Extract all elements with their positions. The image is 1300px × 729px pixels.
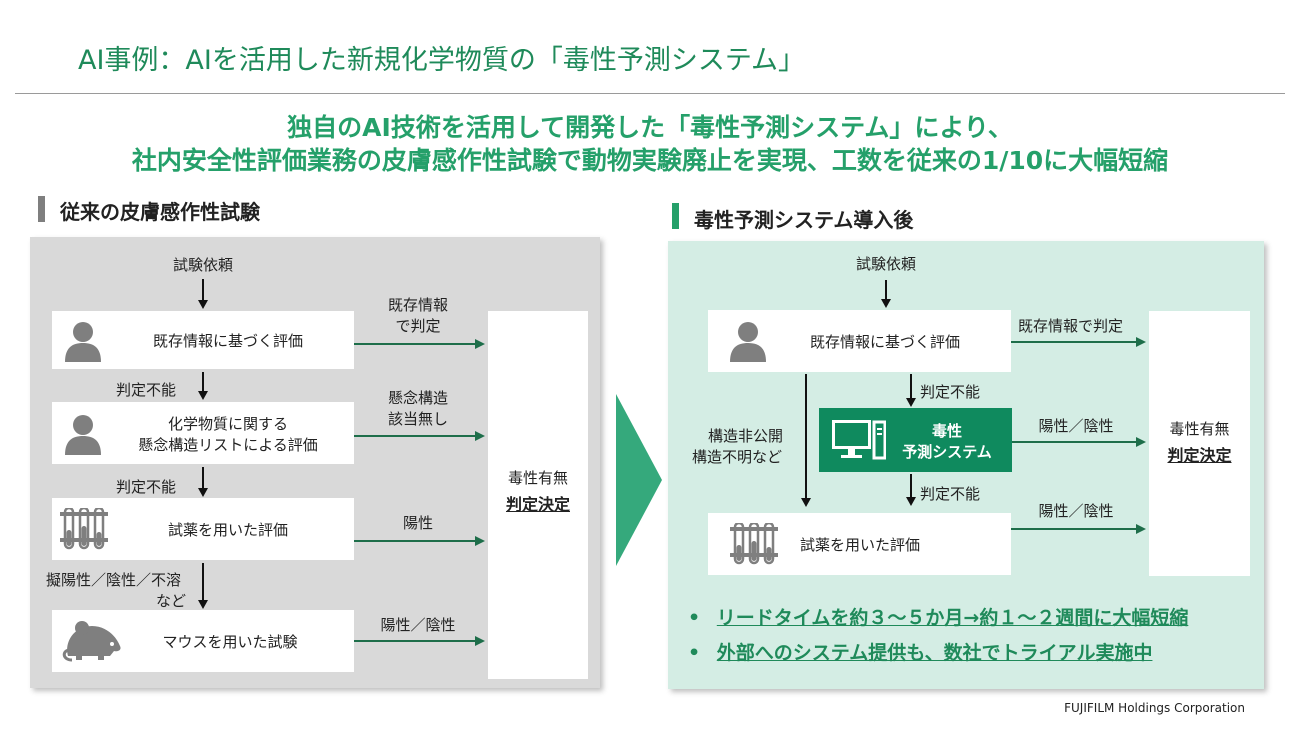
left-arrow4-line: [354, 640, 476, 642]
left-step-mouse: マウスを用いた試験: [52, 610, 354, 672]
right-step-reagent: 試薬を用いた評価: [708, 513, 1011, 575]
right-result-line1: 毒性有無: [1169, 420, 1230, 438]
right-arrow2-label: 陽性／陰性: [1038, 417, 1114, 435]
footer-company: FUJIFILM Holdings Corporation: [1064, 701, 1245, 715]
left-arrow1-label-line1: 既存情報: [387, 296, 448, 314]
right-step-existing-info: 既存情報に基づく評価: [708, 310, 1011, 372]
right-bypass-label-line2: 構造不明など: [692, 448, 783, 466]
left-flow-line-4: [202, 563, 204, 601]
headline-line1: 独自のAI技術を活用して開発した「毒性予測システム」により、: [287, 113, 1013, 142]
left-arrow4-label: 陽性／陰性: [380, 616, 456, 634]
right-step3-label: 試薬を用いた評価: [800, 536, 921, 554]
left-step-existing-info: 既存情報に基づく評価: [52, 311, 354, 369]
right-step1-label: 既存情報に基づく評価: [809, 333, 960, 351]
left-arrow4-head: [475, 636, 485, 646]
system-label-line1: 毒性: [931, 422, 962, 440]
person-icon: [730, 322, 766, 362]
right-arrow3-label: 陽性／陰性: [1038, 502, 1114, 520]
person-icon: [65, 322, 101, 362]
left-result-box: 毒性有無 判定決定: [488, 311, 588, 679]
left-arrow1-label-line2: で判定: [395, 317, 441, 335]
mouse-icon: [62, 621, 121, 662]
bullet-external-trial: • 外部へのシステム提供も、数社でトライアル実施中: [688, 638, 1152, 665]
right-arrow2-head: [1136, 437, 1146, 447]
right-undetermined-1: 判定不能: [920, 383, 981, 401]
bullet-lead-time-text: リードタイムを約３～５か月→約１～２週間に大幅短縮: [716, 607, 1189, 629]
right-undetermined-2: 判定不能: [920, 485, 981, 503]
left-arrow2-label-line1: 懸念構造: [387, 389, 448, 407]
computer-icon: [832, 420, 886, 460]
right-bypass-label-line1: 構造非公開: [708, 427, 784, 445]
right-request-label: 試験依頼: [855, 255, 916, 273]
left-undetermined-3-line1: 擬陽性／陰性／不溶: [46, 571, 182, 589]
left-flow-arrowhead-2: [198, 391, 208, 400]
right-result-line2: 判定決定: [1167, 446, 1232, 465]
right-arrow1-head: [1136, 337, 1146, 347]
left-arrow1-line: [354, 343, 476, 345]
right-bypass-line: [805, 374, 807, 499]
left-flow-arrowhead-4: [198, 600, 208, 609]
left-step3-label: 試薬を用いた評価: [167, 521, 288, 539]
left-undetermined-1: 判定不能: [116, 381, 177, 399]
right-arrow3-line: [1011, 528, 1137, 530]
left-section-title: 従来の皮膚感作性試験: [60, 200, 260, 224]
headline-line2: 社内安全性評価業務の皮膚感作性試験で動物実験廃止を実現、工数を従来の1/10に大…: [131, 146, 1169, 175]
left-arrow2-head: [475, 431, 485, 441]
test-tubes-icon: [60, 508, 108, 550]
left-result-line2: 判定決定: [505, 495, 570, 514]
bullet-lead-time: • リードタイムを約３～５か月→約１～２週間に大幅短縮: [688, 603, 1188, 630]
left-undetermined-2: 判定不能: [116, 478, 177, 496]
left-step4-label: マウスを用いた試験: [162, 633, 298, 651]
right-flow-arrowhead-3: [906, 497, 916, 506]
bullet-external-trial-text: 外部へのシステム提供も、数社でトライアル実施中: [716, 642, 1153, 664]
left-step-reagent: 試薬を用いた評価: [52, 498, 354, 560]
left-step2-label-line2: 懸念構造リストによる評価: [138, 436, 318, 454]
left-undetermined-3-line2: など: [156, 592, 187, 610]
right-section-marker: [672, 203, 679, 229]
left-step2-label-line1: 化学物質に関する: [167, 415, 288, 433]
person-icon: [65, 415, 101, 455]
left-flow-arrowhead-3: [198, 488, 208, 497]
slide-title: AI事例：AIを活用した新規化学物質の「毒性予測システム」: [78, 45, 806, 76]
right-result-box: 毒性有無 判定決定: [1149, 311, 1250, 576]
left-section-marker: [38, 196, 45, 222]
right-arrow1-label: 既存情報で判定: [1018, 317, 1124, 335]
left-flow-line-3: [202, 467, 204, 489]
left-arrow2-line: [354, 435, 476, 437]
right-flow-arrowhead-1: [881, 299, 891, 308]
transition-arrow: [616, 394, 662, 566]
system-label-line2: 予測システム: [902, 443, 992, 461]
right-arrow1-line: [1011, 341, 1137, 343]
left-arrow3-head: [475, 536, 485, 546]
toxicity-prediction-system: 毒性 予測システム: [819, 408, 1012, 472]
left-flow-line-2: [202, 372, 204, 392]
left-arrow3-label: 陽性: [402, 514, 433, 532]
right-flow-line-3: [910, 474, 912, 498]
right-arrow2-line: [1012, 441, 1137, 443]
right-section-title: 毒性予測システム導入後: [694, 208, 914, 232]
right-flow-arrowhead-2: [906, 398, 916, 407]
test-tubes-icon: [730, 523, 778, 565]
left-step1-label: 既存情報に基づく評価: [152, 332, 303, 350]
right-bypass-arrowhead: [801, 498, 811, 507]
right-arrow3-head: [1136, 524, 1146, 534]
title-divider: [15, 93, 1285, 94]
right-flow-line-1: [885, 280, 887, 300]
left-result-line1: 毒性有無: [507, 469, 568, 487]
left-flow-arrowhead-1: [198, 300, 208, 309]
left-flow-line-1: [202, 279, 204, 301]
left-arrow2-label-line2: 該当無し: [387, 410, 448, 428]
left-step-structure-list: 化学物質に関する 懸念構造リストによる評価: [52, 402, 354, 464]
left-arrow1-head: [475, 339, 485, 349]
left-arrow3-line: [354, 540, 476, 542]
right-flow-line-2: [910, 374, 912, 399]
left-request-label: 試験依頼: [172, 256, 233, 274]
bullet-dot: •: [688, 642, 701, 664]
bullet-dot: •: [688, 607, 701, 629]
